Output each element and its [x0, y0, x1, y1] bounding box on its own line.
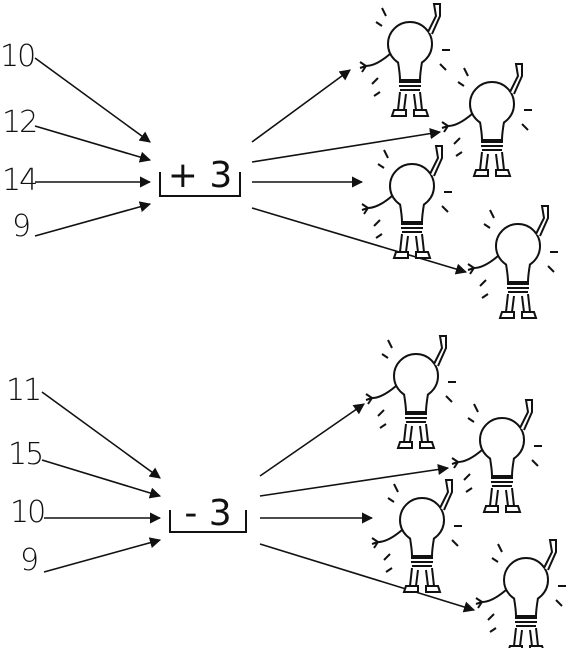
input-arrow-2-2	[41, 459, 162, 499]
lightbulb-character-icon	[441, 63, 533, 177]
lightbulb-character-icon	[467, 205, 559, 319]
lightbulb-character-icon	[371, 479, 463, 593]
lightbulb-character-icon	[361, 145, 453, 259]
input-arrow-1-4	[34, 201, 152, 237]
operation-label-1: + 3	[167, 155, 233, 196]
input-number-1-4: 9	[12, 209, 31, 244]
output-arrow-2-2	[259, 463, 450, 497]
lightbulb-character-icon	[359, 3, 451, 117]
output-arrow-1-2	[251, 128, 442, 163]
input-arrow-1-1	[34, 57, 151, 143]
input-number-1-2: 12	[2, 105, 38, 140]
input-number-2-2: 15	[8, 437, 44, 472]
operation-label-2: - 3	[184, 493, 232, 534]
output-arrow-2-4	[259, 543, 476, 613]
input-number-2-3: 10	[10, 495, 46, 530]
input-number-1-1: 10	[0, 39, 36, 74]
lightbulb-character-icon	[451, 399, 543, 513]
lightbulb-character-icon	[475, 539, 567, 648]
input-number-2-1: 11	[6, 373, 42, 408]
input-arrow-2-1	[41, 391, 161, 479]
output-arrow-2-1	[259, 403, 365, 477]
input-number-2-4: 9	[20, 543, 39, 578]
input-number-1-3: 14	[2, 163, 38, 198]
output-arrow-1-4	[251, 207, 468, 275]
input-arrow-1-2	[34, 125, 152, 163]
input-arrow-2-4	[43, 537, 162, 573]
lightbulb-character-icon	[365, 335, 457, 449]
output-arrow-1-1	[251, 69, 351, 143]
